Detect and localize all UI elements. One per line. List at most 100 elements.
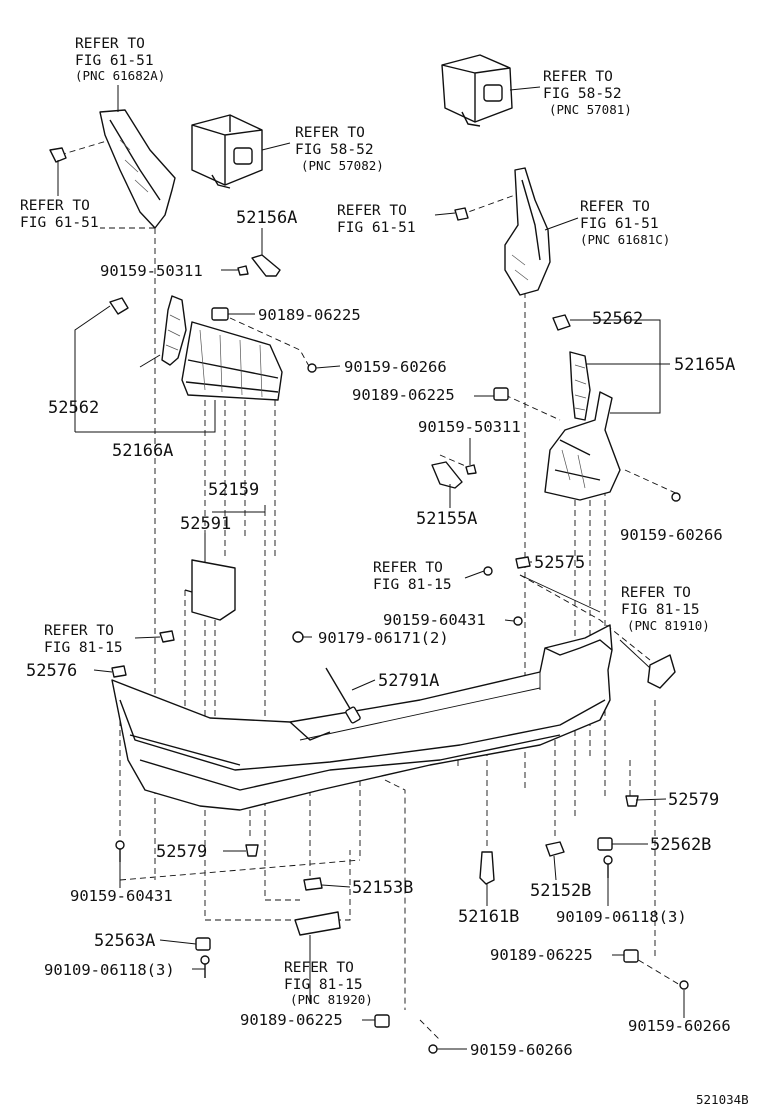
nut-clip-icon [374,1014,390,1028]
part-number-52155A: 52155A [416,509,477,529]
bracket-left [161,295,187,366]
absorber-pad [184,559,236,621]
part-number-52161B: 52161B [458,907,519,927]
svg-text:REFER TO: REFER TO [44,623,114,639]
ref-fig61-51-top-left: REFER TO FIG 61-51 (PNC 61682A) [75,36,165,83]
part-number-52166A: 52166A [112,441,173,461]
part-number-90189-06225: 90189-06225 [240,1011,343,1029]
screw-icon [603,855,613,878]
retainer-clip-icon [245,844,259,857]
svg-text:(PNC 61681C): (PNC 61681C) [580,232,670,247]
screw-icon [428,1044,438,1054]
part-number-52576: 52576 [26,661,77,681]
part-number-90189-06225: 90189-06225 [490,946,593,964]
screw-icon [200,955,210,978]
part-number-52152B: 52152B [530,881,591,901]
retainer-clip-icon [109,297,129,315]
part-number-52791A: 52791A [378,671,439,691]
ref-fig81-15-mid: REFER TO FIG 81-15 [373,560,452,593]
bolt-icon [325,667,361,724]
part-number-52562: 52562 [48,398,99,418]
taillamp-right [441,54,513,127]
svg-text:FIG 61-51: FIG 61-51 [75,53,154,69]
nut-icon [292,631,304,643]
svg-text:FIG 81-15: FIG 81-15 [373,577,452,593]
clip-icon [454,207,469,221]
part-number-90159-60431: 90159-60431 [70,887,173,905]
nut-clip-icon [597,837,613,851]
reflector-right [647,654,676,689]
clip-icon [237,265,249,276]
ref-fig81-15-left: REFER TO FIG 81-15 [44,623,123,656]
svg-text:REFER TO: REFER TO [337,203,407,219]
part-number-90189-06225: 90189-06225 [352,386,455,404]
svg-text:(PNC 81910): (PNC 81910) [627,618,710,633]
nut-clip-icon [211,307,229,321]
svg-text:REFER TO: REFER TO [373,560,443,576]
plate-part [545,841,565,857]
clip-icon [159,630,175,643]
screw-icon [513,616,523,626]
part-number-90159-50311: 90159-50311 [418,418,521,436]
retainer-clip-icon [552,314,571,331]
bumper-side-left [181,321,283,401]
clip-icon [49,147,67,163]
quarter-extension-right [504,167,551,296]
svg-text:FIG 58-52: FIG 58-52 [543,86,622,102]
screw-icon [671,492,681,502]
part-number-52579: 52579 [668,790,719,810]
svg-text:(PNC 81920): (PNC 81920) [290,992,373,1007]
clip-icon [515,556,531,569]
part-number-52153B: 52153B [352,878,413,898]
screw-icon [115,840,125,862]
part-number-52591: 52591 [180,514,231,534]
svg-text:REFER TO: REFER TO [20,198,90,214]
part-number-90179-06171: 90179-06171(2) [318,629,449,647]
part-number-90159-60266: 90159-60266 [620,526,723,544]
svg-text:(PNC 57081): (PNC 57081) [549,102,632,117]
svg-text:REFER TO: REFER TO [75,36,145,52]
clip-icon [479,851,495,885]
part-number-52156A: 52156A [236,208,297,228]
ref-fig61-51-right: REFER TO FIG 61-51 (PNC 61681C) [580,199,670,247]
svg-text:FIG 61-51: FIG 61-51 [20,215,99,231]
ref-fig61-51-left: REFER TO FIG 61-51 [20,198,99,231]
bracket-right [569,351,591,421]
part-number-90189-06225: 90189-06225 [258,306,361,324]
part-number-90159-60431: 90159-60431 [383,611,486,629]
leader-lines [57,85,685,1050]
svg-text:REFER TO: REFER TO [543,69,613,85]
screw-icon [679,980,689,990]
svg-text:REFER TO: REFER TO [580,199,650,215]
part-number-90159-60266: 90159-60266 [344,358,447,376]
part-number-52165A: 52165A [674,355,735,375]
svg-text:(PNC 61682A): (PNC 61682A) [75,68,165,83]
bumper-side-right [544,391,621,501]
plate-part [303,877,323,891]
part-number-52562: 52562 [592,309,643,329]
svg-text:FIG 58-52: FIG 58-52 [295,142,374,158]
svg-text:REFER TO: REFER TO [284,960,354,976]
ref-fig58-52-right: REFER TO FIG 58-52 (PNC 57081) [543,69,632,117]
nut-clip-icon [623,949,639,963]
part-number-90159-60266: 90159-60266 [470,1041,573,1059]
bumper-cover [111,574,613,811]
nut-clip-icon [493,387,509,401]
ref-fig58-52-left: REFER TO FIG 58-52 (PNC 57082) [295,125,384,173]
part-number-52579: 52579 [156,842,207,862]
plate-part [431,461,463,489]
svg-text:(PNC 57082): (PNC 57082) [301,158,384,173]
reflector-left [294,911,341,936]
retainer-clip-icon [625,795,639,807]
ref-fig61-51-mid: REFER TO FIG 61-51 [337,203,416,236]
svg-text:FIG 61-51: FIG 61-51 [337,220,416,236]
part-number-52562B: 52562B [650,835,711,855]
figure-code: 521034B [696,1092,749,1107]
screw-icon [483,566,493,576]
svg-text:REFER TO: REFER TO [621,585,691,601]
part-number-90109-06118: 90109-06118(3) [556,908,687,926]
part-number-52575: 52575 [534,553,585,573]
svg-text:FIG 81-15: FIG 81-15 [44,640,123,656]
svg-text:FIG 81-15: FIG 81-15 [621,602,700,618]
